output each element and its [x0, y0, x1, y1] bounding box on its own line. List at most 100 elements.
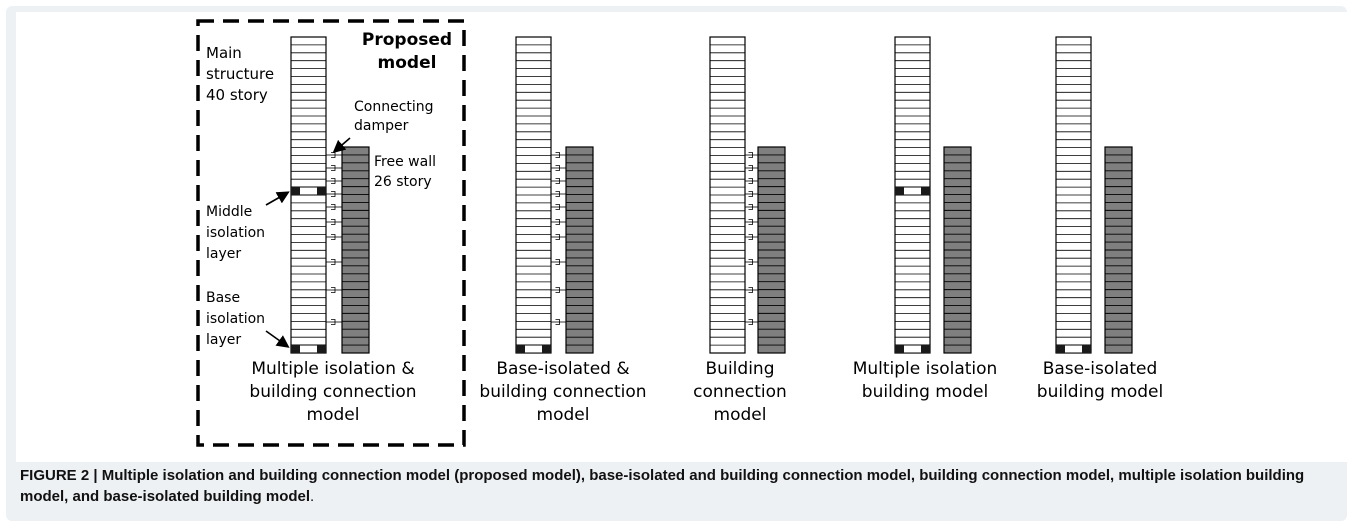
free-wall-26-story — [1104, 146, 1133, 354]
model-building-connection: Building connection model — [693, 36, 787, 425]
middle-isolation-label-line: isolation — [206, 225, 265, 241]
damper-arrow — [332, 137, 351, 154]
isolation-bearing — [291, 187, 300, 195]
model-multiple-isolation-connection: Multiple isolation & building connection m… — [249, 36, 417, 425]
connecting-damper — [745, 204, 758, 210]
connecting-damper — [745, 219, 758, 225]
connecting-damper-label-line: damper — [354, 118, 409, 134]
isolation-bearing — [542, 345, 551, 353]
connecting-damper — [551, 165, 566, 171]
proposed-model-label: Proposed model — [362, 30, 452, 73]
main-structure-label-line: Main — [206, 44, 242, 62]
model-caption-line: building model — [1037, 382, 1163, 402]
connecting-damper — [326, 204, 342, 210]
free-wall-26-story — [341, 146, 370, 354]
model-caption-line: Base-isolated & — [496, 359, 629, 379]
connecting-damper — [551, 259, 566, 265]
connecting-damper — [551, 204, 566, 210]
proposed-model-label-line: Proposed — [362, 30, 452, 50]
base-isolation-layer — [290, 344, 327, 354]
model-caption-line: connection — [693, 382, 787, 402]
free-wall-label-line: Free wall — [374, 154, 436, 170]
main-structure-40-story — [1055, 36, 1092, 354]
connecting-damper — [551, 152, 566, 158]
model-caption: Base-isolated building model — [1037, 359, 1163, 402]
model-caption-line: Multiple isolation — [853, 359, 998, 379]
model-caption-line: model — [537, 405, 590, 425]
proposed-model-dashed-box — [196, 19, 466, 447]
middle-isolation-label-line: layer — [206, 246, 241, 262]
base-isolation-label-line: layer — [206, 332, 241, 348]
connecting-damper-label-line: Connecting — [354, 99, 434, 115]
connecting-damper — [745, 319, 758, 325]
base-isolation-layer — [1055, 344, 1092, 354]
main-structure-40-story — [515, 36, 552, 354]
connecting-damper — [326, 259, 342, 265]
isolation-bearing — [895, 345, 904, 353]
isolation-bearing — [317, 187, 326, 195]
main-structure-label-line: 40 story — [206, 86, 268, 104]
base-isolation-label-line: isolation — [206, 311, 265, 327]
isolation-bearing — [1082, 345, 1091, 353]
base-isolation-label-line: Base — [206, 290, 240, 306]
connecting-damper — [745, 259, 758, 265]
connecting-damper — [745, 152, 758, 158]
model-caption-line: model — [307, 405, 360, 425]
middle-isolation-label: Middle isolation layer — [206, 204, 265, 262]
model-caption-line: building connection — [479, 382, 646, 402]
middle-isolation-layer — [894, 186, 931, 196]
model-caption-line: Multiple isolation & — [251, 359, 414, 379]
isolation-bearing — [516, 345, 525, 353]
main-structure-40-story — [709, 36, 746, 354]
model-caption: Multiple isolation & building connection m… — [249, 359, 416, 425]
middle-isolation-label-line: Middle — [206, 204, 252, 220]
base-isolation-label: Base isolation layer — [206, 290, 265, 348]
connecting-damper — [745, 191, 758, 197]
connecting-damper — [745, 287, 758, 293]
isolation-bearing — [921, 187, 930, 195]
proposed-model-label-line: model — [378, 53, 437, 73]
model-base-isolated-connection: Base-isolated & building connection model — [479, 36, 647, 425]
connecting-damper — [551, 219, 566, 225]
connecting-damper — [551, 191, 566, 197]
middle-isolation-arrow — [265, 191, 290, 206]
model-caption: Base-isolated & building connection model — [479, 359, 646, 425]
connecting-damper — [326, 165, 342, 171]
figure-caption-bold: FIGURE 2 | Multiple isolation and buildi… — [20, 467, 1305, 505]
connecting-damper — [326, 191, 342, 197]
model-caption-line: building model — [862, 382, 988, 402]
connecting-damper — [745, 234, 758, 240]
model-caption: Building connection model — [693, 359, 787, 425]
connecting-damper — [551, 234, 566, 240]
connecting-damper — [551, 178, 566, 184]
model-caption: Multiple isolation building model — [853, 359, 998, 402]
figure-caption: FIGURE 2 | Multiple isolation and buildi… — [20, 465, 1340, 507]
connecting-damper — [326, 287, 342, 293]
connecting-damper — [551, 319, 566, 325]
model-caption-line: model — [714, 405, 767, 425]
middle-isolation-layer — [290, 186, 327, 196]
connecting-damper — [326, 319, 342, 325]
isolation-bearing — [317, 345, 326, 353]
base-isolation-layer — [894, 344, 931, 354]
base-isolation-layer — [515, 344, 552, 354]
connecting-dampers — [745, 152, 758, 325]
connecting-dampers — [551, 152, 566, 325]
model-caption-line: Building — [706, 359, 775, 379]
connecting-dampers — [326, 152, 342, 325]
connecting-damper — [745, 178, 758, 184]
connecting-damper — [326, 219, 342, 225]
figure-caption-tail: . — [310, 488, 315, 505]
connecting-damper — [551, 287, 566, 293]
model-caption-line: Base-isolated — [1043, 359, 1158, 379]
isolation-bearing — [895, 187, 904, 195]
connecting-damper — [326, 234, 342, 240]
isolation-bearing — [921, 345, 930, 353]
model-caption-line: building connection — [249, 382, 416, 402]
isolation-bearing — [291, 345, 300, 353]
base-isolation-arrow — [265, 330, 290, 348]
building-models-diagram: Multiple isolation & building connection m… — [196, 19, 1163, 447]
connecting-damper — [745, 165, 758, 171]
